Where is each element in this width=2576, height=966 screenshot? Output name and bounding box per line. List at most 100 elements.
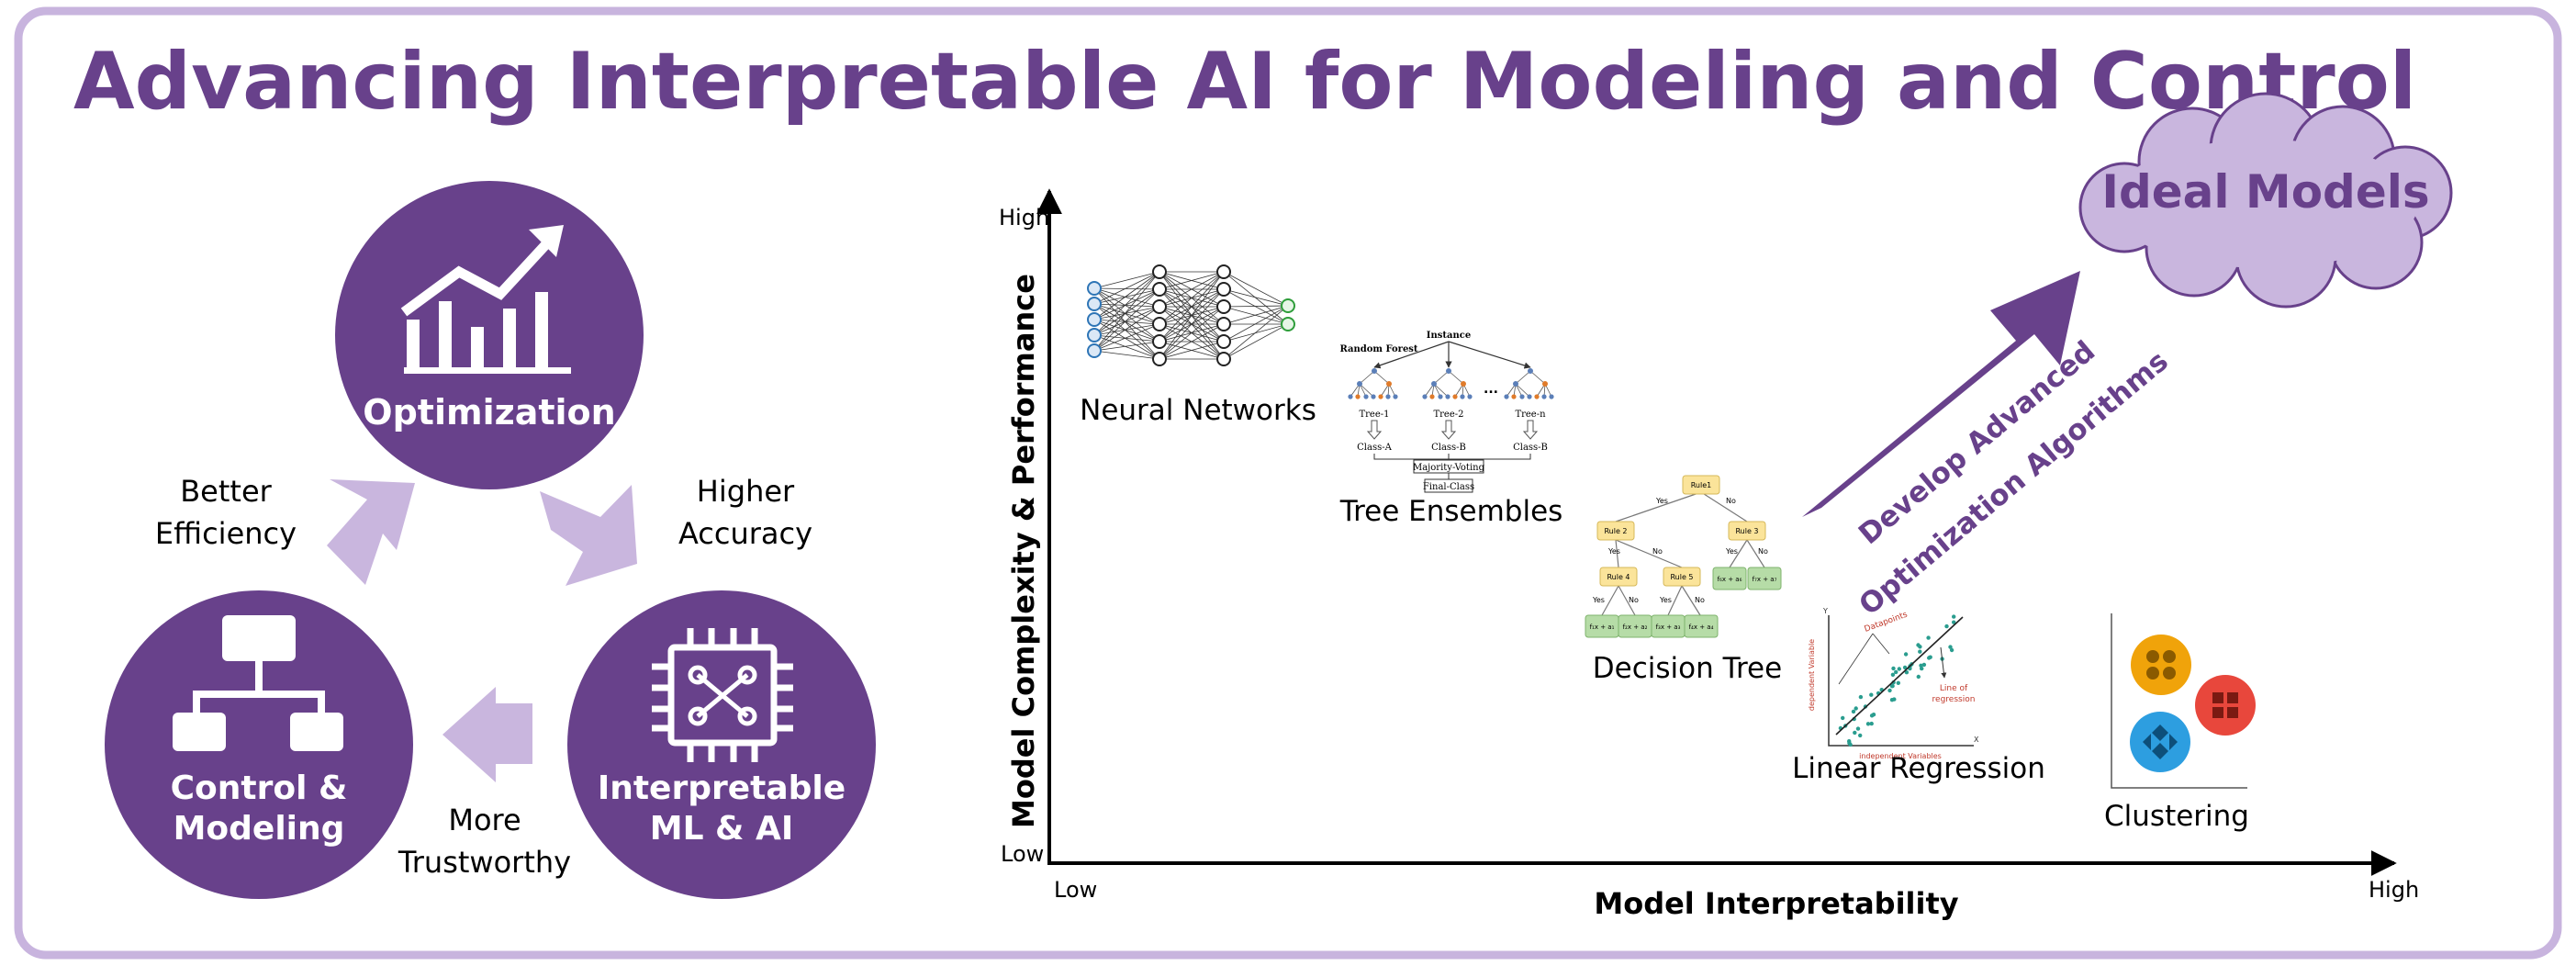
regression-point: [1848, 742, 1853, 747]
dtree-rule4: Rule 4: [1607, 573, 1630, 581]
forest-node: [1467, 394, 1473, 399]
forest-node: [1348, 394, 1353, 399]
forest-node: [1393, 394, 1398, 399]
control-modeling-node: [105, 590, 413, 899]
regression-point: [1858, 733, 1863, 738]
forest-node: [1429, 394, 1435, 399]
regression-point: [1869, 721, 1874, 726]
regression-point: [1902, 665, 1908, 670]
slide-border: [14, 6, 2562, 960]
nn-node: [1216, 352, 1231, 366]
model-label-linear-regression: Linear Regression: [1792, 752, 2045, 785]
forest-node: [1372, 368, 1377, 374]
edge-label-accuracy-2: Accuracy: [678, 516, 812, 551]
decision-tree-graphic: Rule1 Rule 2 Rule 3 Rule 4 Rule 5 f₆x + …: [1585, 475, 1782, 638]
forest-node: [1542, 381, 1548, 387]
linear-regression-graphic: Y X dependent Variable independent Varia…: [1808, 607, 1979, 760]
dtree-no-1: No: [1726, 497, 1736, 505]
nn-node: [1152, 334, 1167, 349]
forest-class-a: Class-A: [1357, 443, 1392, 453]
forest-node: [1527, 394, 1532, 399]
research-description-2: Optimization Algorithms: [1853, 344, 2174, 622]
forest-node: [1357, 381, 1362, 387]
dtree-rule3: Rule 3: [1735, 527, 1758, 535]
regression-point: [1920, 666, 1924, 671]
control-modeling-label-2: Modeling: [174, 810, 345, 848]
dtree-rule1: Rule1: [1691, 481, 1712, 489]
forest-node: [1541, 394, 1547, 399]
ideal-models-label: Ideal Models: [2101, 165, 2429, 219]
forest-node: [1431, 381, 1437, 387]
dtree-no-4: No: [1629, 596, 1639, 604]
forest-node: [1446, 368, 1451, 374]
interpretability-chart: Model Complexity & Performance Model Int…: [999, 92, 2453, 921]
edge-label-trustworthy-2: Trustworthy: [398, 845, 571, 880]
nn-node: [1152, 352, 1167, 366]
dtree-leaf2: f₂x + a₂: [1623, 623, 1648, 631]
forest-node: [1422, 394, 1428, 399]
regression-point: [1949, 647, 1954, 653]
research-arrow: [1802, 271, 2080, 517]
chip-icon: [652, 628, 793, 762]
regression-point: [1894, 669, 1898, 675]
dtree-leaf1: f₁x + a₁: [1590, 623, 1615, 631]
dtree-leaf3: f₃x + a₃: [1656, 623, 1681, 631]
forest-node: [1528, 368, 1533, 374]
dtree-yes-2: Yes: [1607, 547, 1620, 556]
interpretable-ml-label-2: ML & AI: [650, 810, 793, 848]
model-label-decision-tree: Decision Tree: [1593, 652, 1782, 685]
arrow-optimization-to-interpretable: [540, 485, 637, 586]
regression-point: [1927, 656, 1932, 660]
y-axis-high: High: [999, 205, 1049, 230]
regression-point: [1865, 722, 1871, 726]
dtree-no-2: No: [1652, 547, 1663, 556]
interpretable-ml-label-1: Interpretable: [598, 769, 846, 807]
neural-network-graphic: [1087, 264, 1295, 366]
forest-node: [1355, 394, 1361, 399]
nn-node: [1087, 343, 1102, 358]
forest-node: [1511, 394, 1517, 399]
forest-final-label: Final-Class: [1423, 482, 1474, 492]
linreg-y-label: dependent Variable: [1808, 639, 1816, 711]
hierarchy-icon: [173, 615, 343, 751]
regression-point: [1952, 620, 1956, 624]
forest-tree1-label: Tree-1: [1359, 410, 1389, 420]
edge-label-efficiency-2: Efficiency: [155, 516, 297, 551]
dtree-leaf7: f₇x + a₇: [1753, 576, 1777, 583]
chart-growth-icon: [400, 225, 571, 374]
regression-point: [1855, 726, 1861, 731]
regression-point: [1858, 694, 1864, 700]
forest-node: [1534, 394, 1540, 399]
regression-point: [1918, 649, 1922, 654]
arrow-interpretable-to-control: [442, 687, 532, 782]
regression-point: [1853, 730, 1857, 736]
dtree-yes-1: Yes: [1655, 497, 1668, 505]
edge-label-efficiency-1: Better: [180, 474, 272, 509]
arrow-control-to-optimization: [327, 479, 415, 585]
linreg-y-axis: Y: [1822, 607, 1828, 615]
edge-label-trustworthy-1: More: [448, 803, 521, 837]
cycle-diagram: Optimization Control & Modeling: [105, 181, 876, 899]
dtree-leaf6: f₆x + a₆: [1718, 576, 1742, 583]
nn-node: [1087, 312, 1102, 327]
x-axis-high: High: [2369, 877, 2419, 903]
regression-point: [1919, 663, 1923, 668]
regression-point: [1869, 692, 1874, 697]
linreg-line-label-2: regression: [1932, 695, 1976, 704]
model-label-tree-ensembles: Tree Ensembles: [1339, 495, 1563, 528]
linreg-x-label: independent Variables: [1859, 752, 1942, 760]
forest-node: [1386, 381, 1392, 387]
optimization-node: [335, 181, 644, 489]
forest-node: [1445, 394, 1450, 399]
forest-node: [1504, 394, 1509, 399]
regression-point: [1904, 670, 1910, 675]
y-axis-label: Model Complexity & Performance: [1006, 274, 1041, 828]
forest-node: [1461, 381, 1466, 387]
nn-node: [1216, 299, 1231, 314]
regression-point: [1890, 672, 1896, 677]
regression-point: [1887, 688, 1892, 693]
x-axis-low: Low: [1054, 877, 1097, 903]
model-label-neural-networks: Neural Networks: [1080, 394, 1316, 427]
regression-point: [1921, 662, 1927, 668]
nn-node: [1216, 282, 1231, 297]
